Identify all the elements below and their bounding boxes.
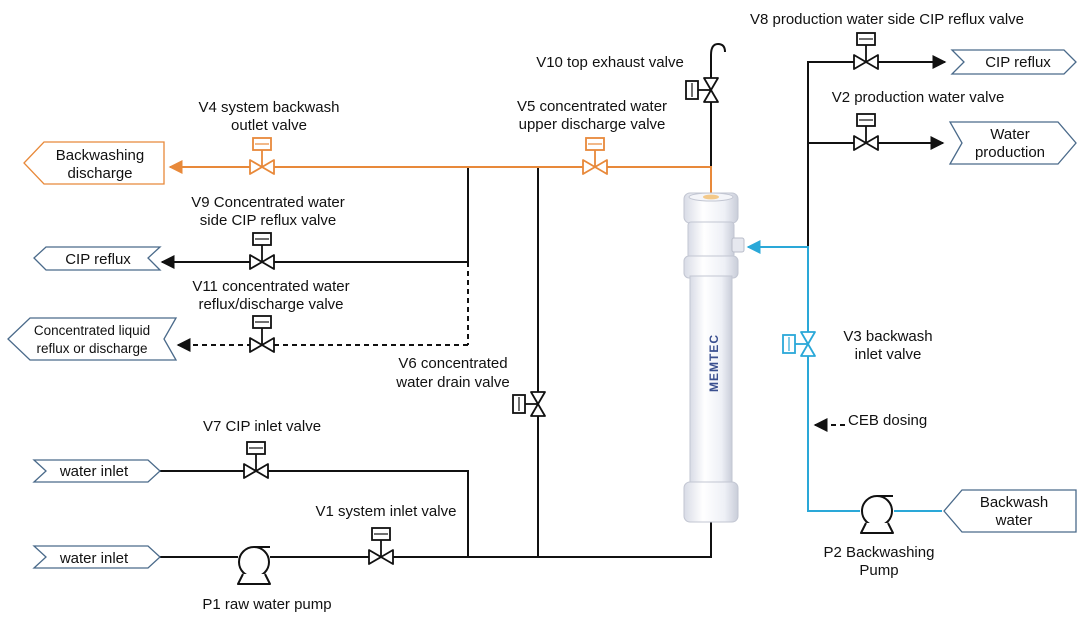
valve-v6[interactable] [512, 391, 546, 417]
valve-v5[interactable] [582, 137, 608, 175]
p2-label: P2 Backwashing [824, 544, 935, 561]
tag-water-inlet-2: water inlet [32, 545, 161, 569]
tag-cip-reflux-right: CIP reflux [950, 49, 1077, 75]
v2-label: V2 production water valve [832, 89, 1005, 106]
valve-v2[interactable] [853, 113, 879, 151]
ceb-dosing-label: CEB dosing [848, 412, 927, 429]
valve-v3[interactable] [782, 331, 816, 357]
svg-text:production: production [975, 144, 1045, 161]
v9-label: V9 Concentrated water [191, 194, 344, 211]
pump-p2[interactable] [860, 495, 894, 534]
tag-water-inlet-1: water inlet [32, 459, 161, 483]
tag-concentrated-liquid: Concentrated liquid reflux or discharge [7, 317, 178, 361]
svg-text:water inlet: water inlet [59, 550, 129, 567]
v6-label: water drain valve [395, 374, 509, 391]
valve-labels: V4 system backwash outlet valve V5 conce… [191, 11, 1024, 520]
v11-label: V11 concentrated water [192, 278, 349, 295]
tag-backwashing-discharge: Backwashing discharge [23, 141, 165, 185]
svg-text:CIP reflux: CIP reflux [985, 54, 1051, 71]
v6-label: V6 concentrated [398, 355, 507, 372]
membrane-brand-label: MEMTEC [707, 334, 721, 392]
v8-label: V8 production water side CIP reflux valv… [750, 11, 1024, 28]
valve-v9[interactable] [249, 232, 275, 270]
svg-text:Water: Water [990, 126, 1029, 143]
valve-v11[interactable] [249, 315, 275, 353]
svg-text:reflux or discharge: reflux or discharge [36, 341, 147, 356]
svg-text:CIP reflux: CIP reflux [65, 251, 131, 268]
svg-text:Backwash: Backwash [980, 494, 1048, 511]
tag-water-production: Water production [948, 121, 1077, 165]
valve-v1[interactable] [368, 527, 394, 565]
v4-label: V4 system backwash [199, 99, 340, 116]
v11-label: reflux/discharge valve [198, 296, 343, 313]
p1-label: P1 raw water pump [202, 596, 331, 613]
svg-text:water inlet: water inlet [59, 463, 129, 480]
v3-label: V3 backwash [843, 328, 932, 345]
backwash-pipes [746, 240, 942, 512]
pump-p1[interactable] [237, 546, 271, 585]
valve-v8[interactable] [853, 32, 879, 70]
v9-label: side CIP reflux valve [200, 212, 336, 229]
tag-cip-reflux-left: CIP reflux [33, 246, 162, 271]
membrane-module: MEMTEC [683, 192, 745, 523]
v1-label: V1 system inlet valve [316, 503, 457, 520]
tag-backwash-water: Backwash water [943, 489, 1077, 533]
svg-text:Concentrated liquid: Concentrated liquid [34, 323, 150, 338]
svg-text:water: water [995, 512, 1033, 529]
v5-label: upper discharge valve [519, 116, 666, 133]
valve-v7[interactable] [243, 441, 269, 479]
centrifugal-pump-icon [861, 495, 893, 527]
v3-label: inlet valve [855, 346, 922, 363]
valve-v10[interactable] [685, 77, 719, 103]
pump-labels: P1 raw water pump P2 Backwashing Pump [202, 544, 934, 613]
v7-label: V7 CIP inlet valve [203, 418, 321, 435]
valve-v4[interactable] [249, 137, 275, 175]
v5-label: V5 concentrated water [517, 98, 667, 115]
p2-label: Pump [859, 562, 898, 579]
svg-text:Backwashing: Backwashing [56, 147, 144, 164]
concentrate-pipes [168, 160, 712, 195]
svg-text:discharge: discharge [67, 165, 132, 182]
centrifugal-pump-icon [238, 546, 270, 578]
v10-label: V10 top exhaust valve [536, 54, 684, 71]
v4-label: outlet valve [231, 117, 307, 134]
